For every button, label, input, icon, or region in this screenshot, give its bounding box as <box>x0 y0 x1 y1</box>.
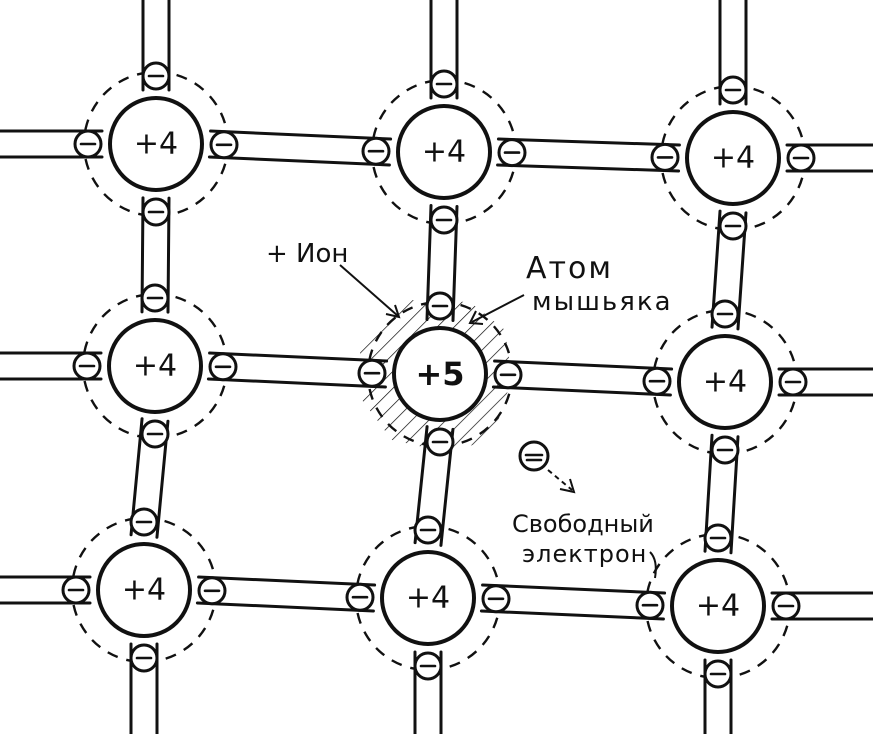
free-electron-label-tick <box>649 551 657 579</box>
electron <box>72 351 102 381</box>
electron <box>197 576 227 606</box>
electron <box>642 366 672 396</box>
silicon-atom: +4 <box>685 110 781 206</box>
ion-pointer <box>339 264 401 319</box>
electron <box>129 507 159 537</box>
electron <box>140 419 170 449</box>
electron <box>497 138 527 168</box>
atom-nuclei: +4 +4 +4 +4 +5 +4 +4 +4 +4 <box>96 96 781 654</box>
electron <box>345 582 375 612</box>
electron <box>141 61 171 91</box>
electron <box>208 352 238 382</box>
electron <box>141 197 171 227</box>
free-electron-label-line1: Свободный <box>512 510 654 538</box>
ion-label: + Ион <box>266 239 348 269</box>
electron <box>493 360 523 390</box>
atom-charge-label: +5 <box>415 355 464 393</box>
free-electron-label-line2: электрон <box>522 540 647 568</box>
electron <box>635 590 665 620</box>
atom-charge-label: +4 <box>406 581 450 616</box>
electrons <box>61 61 816 689</box>
atom-charge-label: +4 <box>133 349 177 384</box>
electron <box>140 283 170 313</box>
atom-charge-label: +4 <box>703 365 747 400</box>
electron <box>413 651 443 681</box>
atom-charge-label: +4 <box>696 589 740 624</box>
electron <box>710 435 740 465</box>
electron <box>778 367 808 397</box>
atom-charge-label: +4 <box>122 573 166 608</box>
silicon-atom: +4 <box>670 558 766 654</box>
electron <box>429 205 459 235</box>
silicon-atom: +4 <box>108 96 204 192</box>
electron <box>718 75 748 105</box>
electron <box>786 143 816 173</box>
electron <box>73 129 103 159</box>
silicon-atom: +4 <box>96 542 192 638</box>
horizontal-bond <box>496 137 681 173</box>
electron <box>650 142 680 172</box>
silicon-atom: +4 <box>677 334 773 430</box>
atom-charge-label: +4 <box>711 141 755 176</box>
silicon-atom: +4 <box>396 104 492 200</box>
arsenic-label-line1: Атом <box>526 251 613 286</box>
electron <box>771 591 801 621</box>
atom-charge-label: +4 <box>422 135 466 170</box>
arsenic-pointer <box>468 294 525 325</box>
electron <box>129 643 159 673</box>
electron <box>481 584 511 614</box>
atom-charge-label: +4 <box>134 127 178 162</box>
silicon-atom: +4 <box>107 318 203 414</box>
electron <box>703 659 733 689</box>
electron <box>718 211 748 241</box>
free-electron-group <box>518 440 576 494</box>
horizontal-bond <box>207 129 393 167</box>
silicon-atom: +4 <box>380 550 476 646</box>
electron <box>357 358 387 388</box>
horizontal-bond <box>479 583 667 621</box>
arsenic-label-line2: мышьяка <box>532 287 673 317</box>
horizontal-bond <box>491 359 674 397</box>
free-electron-arrow <box>547 469 576 494</box>
electron <box>425 291 455 321</box>
electron <box>425 427 455 457</box>
electron <box>61 575 91 605</box>
horizontal-bond <box>206 351 389 389</box>
free-electron <box>518 440 550 472</box>
electron <box>209 130 239 160</box>
electron <box>703 523 733 553</box>
arsenic-atom: +5 <box>392 326 488 422</box>
electron <box>413 515 443 545</box>
electron <box>361 136 391 166</box>
electron <box>710 299 740 329</box>
horizontal-bond <box>195 575 377 613</box>
electron <box>429 69 459 99</box>
